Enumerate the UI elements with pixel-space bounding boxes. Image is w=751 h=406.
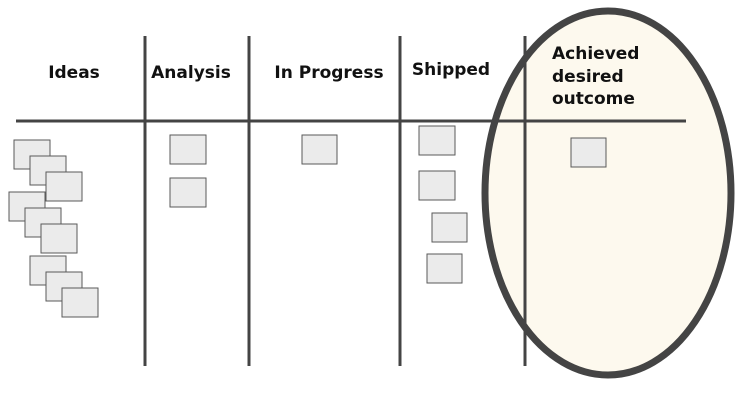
card[interactable] — [426, 253, 463, 284]
card[interactable] — [61, 287, 99, 318]
column-header-in-progress: In Progress — [274, 63, 383, 83]
highlight-ellipse — [481, 7, 735, 379]
card[interactable] — [45, 171, 83, 202]
card[interactable] — [431, 212, 468, 243]
card[interactable] — [418, 125, 456, 156]
column-analysis-cards — [169, 134, 207, 208]
card[interactable] — [570, 137, 607, 168]
card[interactable] — [418, 170, 456, 201]
column-achieved-cards — [570, 137, 607, 168]
column-header-achieved-line-3: outcome — [552, 89, 635, 109]
card[interactable] — [40, 223, 78, 254]
card[interactable] — [169, 134, 207, 165]
column-shipped-cards — [418, 125, 468, 284]
column-ideas-cards — [8, 139, 99, 318]
card[interactable] — [301, 134, 338, 165]
card[interactable] — [169, 177, 207, 208]
column-header-analysis: Analysis — [151, 63, 231, 83]
column-header-achieved-line-1: Achieved — [552, 44, 639, 64]
column-header-ideas: Ideas — [48, 63, 100, 83]
column-header-shipped: Shipped — [412, 60, 490, 80]
column-header-achieved-line-2: desired — [552, 67, 624, 87]
column-in-progress-cards — [301, 134, 338, 165]
